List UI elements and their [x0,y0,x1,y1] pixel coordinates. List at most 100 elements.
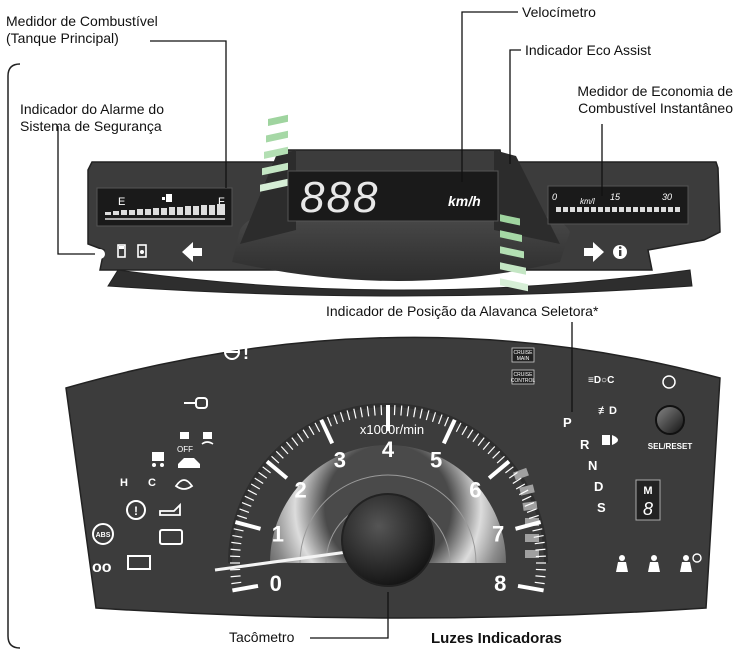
tach-major-tick [319,418,335,445]
glow-plug-icon: oo [92,559,112,576]
manual-gear-display: M 8 [635,479,661,521]
tach-minor-tick [532,528,543,532]
tachometer-ticks [230,405,546,593]
svg-text:MAIN: MAIN [517,356,530,362]
svg-text:CONTROL: CONTROL [511,378,536,384]
gear-p: P [563,415,572,430]
tach-major-tick [517,583,544,593]
econ-mid-label: 15 [610,192,621,202]
svg-text:≡D○C: ≡D○C [588,375,614,386]
tach-minor-tick [519,489,529,496]
tach-minor-tick [431,412,437,423]
instant-fuel-economy-display [547,185,689,225]
high-beam-icon [602,435,618,445]
trunk-open-icon [178,458,200,468]
tach-minor-tick [359,407,363,418]
tach-minor-tick [512,477,522,484]
tach-minor-tick [524,501,535,507]
abs-icon: ABS [92,523,114,545]
tach-minor-tick [233,528,244,532]
fog-light-icon: ≢D [598,405,617,417]
tach-scale-label: 2 [295,478,307,503]
tach-major-tick [265,459,289,480]
fuel-gauge-callout [150,40,227,188]
indicator-lights-label: Luzes Indicadoras [431,630,562,647]
passenger-airbag-off-icon [680,553,702,572]
gear-d: D [594,479,603,494]
tach-minor-tick [492,450,501,459]
gear-n: N [588,458,597,473]
tach-major-tick [514,520,542,531]
eco-assist-label: Indicador Eco Assist [525,42,652,58]
tach-scale-label: 1 [272,521,284,546]
fuel-pump-icon [162,194,172,202]
tach-minor-tick [373,405,376,416]
tach-minor-tick [232,534,243,538]
sel-reset-label: SEL/RESET [648,442,693,451]
fuel-reserve-icon [117,244,126,258]
fuel-empty-label: E [118,196,125,208]
tachometer-hub [341,493,435,587]
speedometer-display [287,170,499,222]
sel-reset-knob[interactable] [655,405,685,435]
tach-scale-label: 6 [469,478,481,503]
tach-minor-tick [455,422,462,432]
oil-pressure-icon [159,502,181,516]
svg-text:≢D: ≢D [598,405,617,417]
tach-minor-tick [230,548,241,551]
left-bracket [7,63,21,649]
tach-minor-tick [528,514,539,520]
tach-minor-tick [406,406,410,417]
steering-warning-icon: ! [224,343,249,363]
tach-major-tick [441,418,457,445]
security-alarm-indicator [95,249,105,259]
svg-text:OFF: OFF [177,445,193,454]
econ-max-label: 30 [662,192,672,202]
svg-text:!: ! [134,504,138,518]
econ-bars [556,207,680,212]
svg-text:M: M [643,485,652,497]
tach-scale-label: 0 [270,571,282,596]
tach-minor-tick [231,581,242,585]
fuel-full-label: F [218,196,225,208]
tachometer-unit: x1000r/min [360,422,424,437]
security-alarm-callout [57,126,95,255]
tach-minor-tick [339,412,345,423]
eco-mode-icon [174,479,194,490]
turn-right-arrow-icon [584,242,604,262]
tach-minor-tick [258,471,268,479]
high-temp-icon: H [120,477,128,489]
svg-text:ABS: ABS [96,532,111,539]
tach-major-tick [232,583,259,593]
eco-assist-bars-left [240,114,296,244]
tach-minor-tick [250,483,261,490]
tach-scale-label: 3 [334,448,346,473]
tach-minor-tick [271,455,280,464]
cruise-control-indicator: CRUISE CONTROL [511,369,536,385]
tach-scale-label: 8 [494,571,506,596]
tachometer-label: Tacômetro [229,629,295,645]
tach-scale-label: 5 [430,448,442,473]
tach-minor-tick [346,410,351,421]
tach-minor-tick [477,437,485,446]
tach-minor-tick [535,548,546,551]
svg-text:CRUISE: CRUISE [514,350,534,356]
tach-minor-tick [230,575,241,578]
tach-minor-tick [472,433,480,443]
tach-minor-tick [333,414,338,425]
tach-major-tick [234,520,262,531]
tach-minor-tick [254,477,264,484]
low-temp-icon: C [148,477,156,489]
seatbelt-reminder-icon [616,555,628,572]
tachometer-needle [214,548,363,572]
speedometer-callout [461,11,518,182]
svg-text:!: ! [243,343,249,363]
upper-display-panel: E F 888 km/h 0 k [87,114,721,297]
tach-minor-tick [302,429,309,439]
tach-minor-tick [496,455,505,464]
speed-digits: 888 [300,173,379,222]
speed-unit: km/h [448,193,481,209]
tach-minor-tick [482,441,491,451]
